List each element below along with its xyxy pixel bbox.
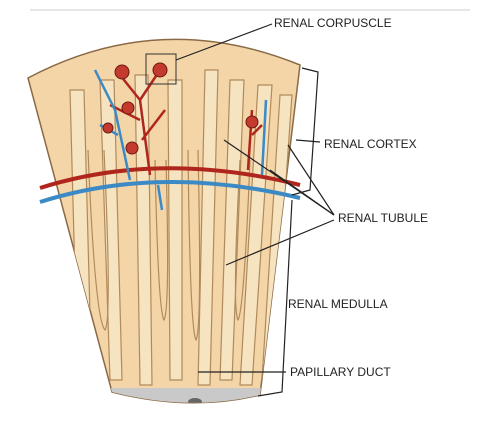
glomerulus	[115, 65, 129, 79]
glomerulus	[246, 116, 258, 128]
label-renal-medulla: RENAL MEDULLA	[288, 297, 388, 311]
glomerulus	[122, 102, 134, 114]
leader-cortex	[296, 140, 320, 142]
tubule	[168, 80, 182, 380]
label-papillary-duct: PAPILLARY DUCT	[290, 365, 391, 379]
label-renal-tubule: RENAL TUBULE	[338, 211, 428, 225]
papilla-area	[80, 388, 280, 428]
glomerulus	[103, 123, 113, 133]
label-renal-corpuscle: RENAL CORPUSCLE	[274, 16, 392, 30]
glomerulus	[126, 142, 138, 154]
label-renal-cortex: RENAL CORTEX	[324, 137, 417, 151]
glomerulus	[153, 63, 167, 77]
